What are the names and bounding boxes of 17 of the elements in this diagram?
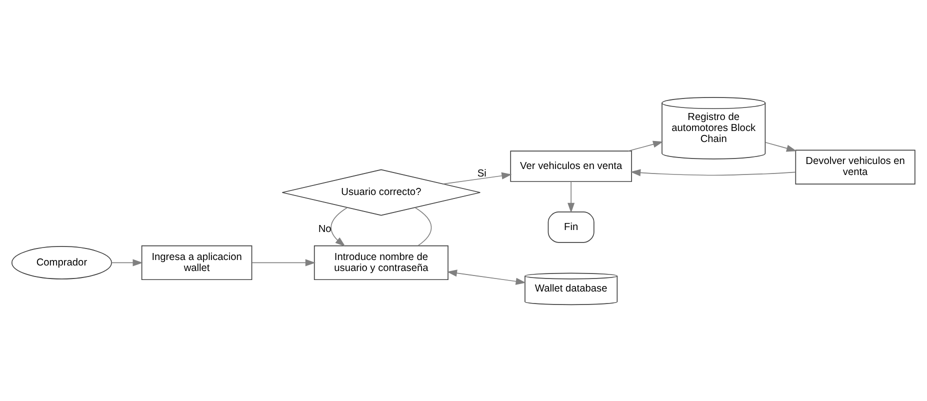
arrow — [330, 206, 348, 246]
arrow — [630, 168, 796, 176]
node-box: Introduce nombre de usuario y contraseña — [314, 244, 448, 280]
node-ellipse: Comprador — [12, 246, 112, 279]
connector — [414, 206, 432, 246]
arrow — [628, 140, 664, 151]
node-box: Ver vehiculos en venta — [510, 150, 632, 182]
edge-label: No — [318, 224, 332, 235]
arrow — [764, 141, 797, 152]
arrow — [446, 269, 526, 284]
node-box: Ingresa a aplicacion wallet — [141, 244, 252, 280]
node-box: Fin — [548, 211, 594, 242]
arrow — [252, 258, 316, 266]
arrow — [111, 258, 143, 266]
arrow — [568, 180, 575, 212]
arrow — [442, 172, 512, 184]
node-box: Devolver vehiculos en venta — [795, 149, 916, 184]
